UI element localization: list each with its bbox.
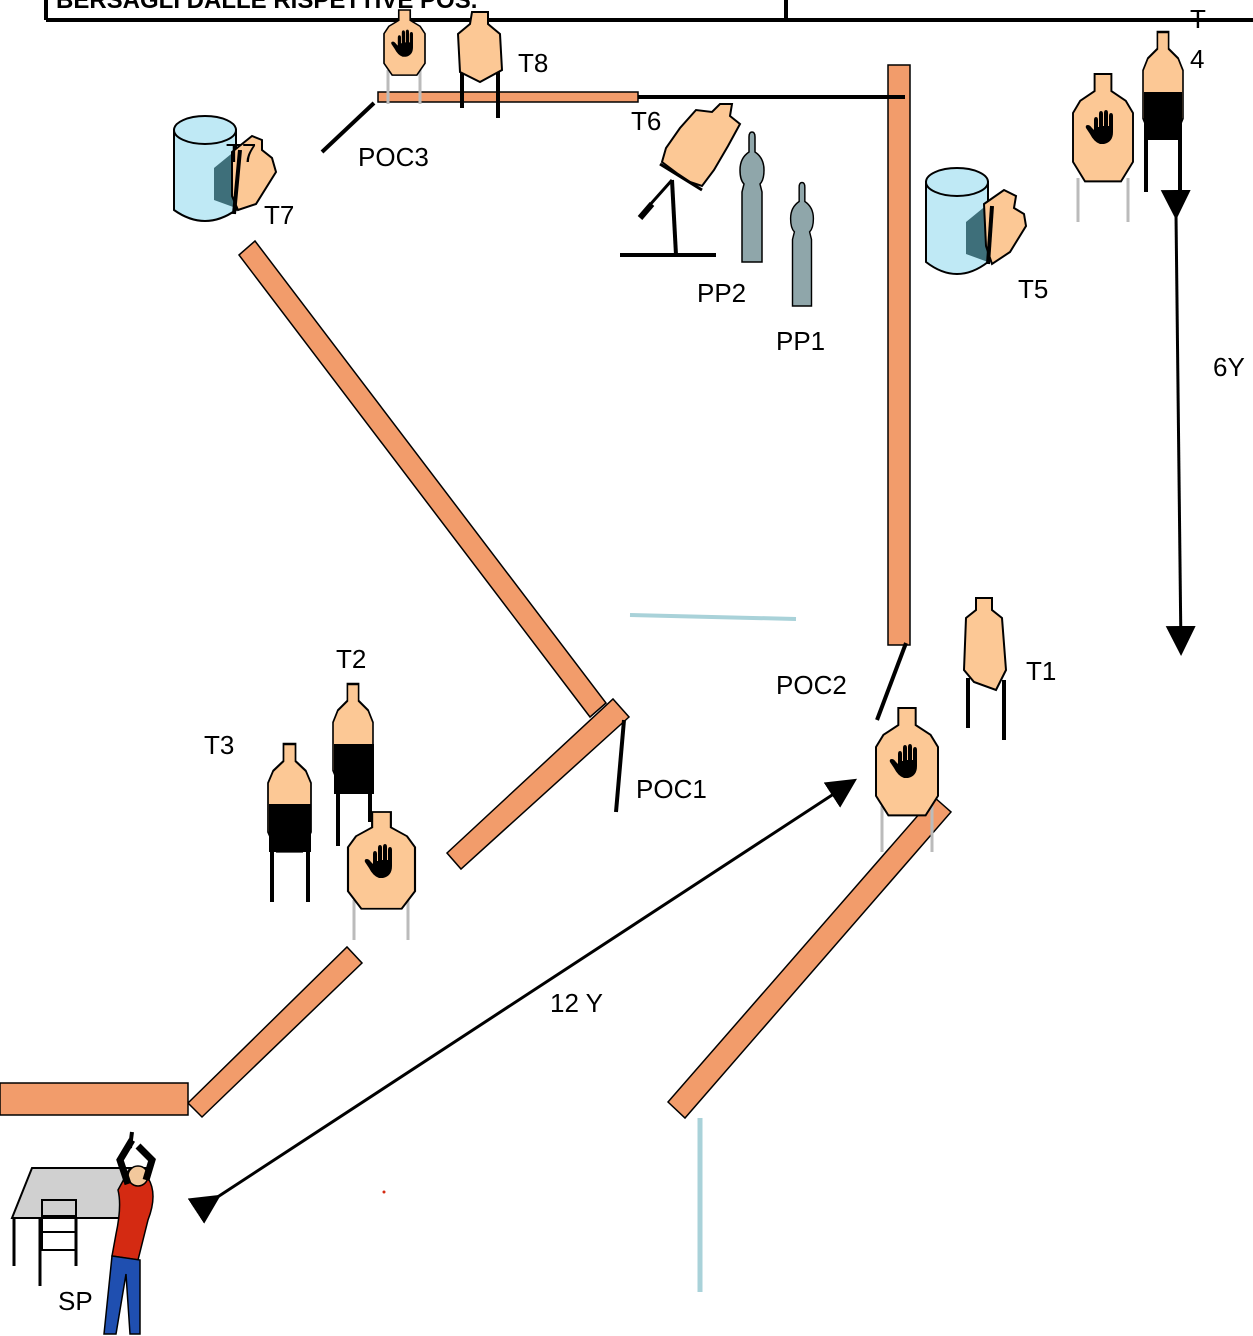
barrel-t7: [173, 115, 278, 222]
label-t4-line2: 4: [1190, 44, 1204, 74]
label-poc2: POC2: [776, 670, 847, 700]
table-icon: [10, 1167, 150, 1286]
label-t1: T1: [1026, 656, 1056, 686]
label-sp: SP: [58, 1286, 93, 1316]
label-poc1: POC1: [636, 774, 707, 804]
label-t7: T7: [264, 200, 294, 230]
target-t2t3-noshoot: [346, 810, 417, 940]
wall-bottom-right-diagonal: [666, 795, 953, 1120]
wall-top: [377, 91, 639, 103]
label-t4-line1: T: [1190, 4, 1206, 34]
poc3-port: [320, 101, 376, 154]
distance-arrow-12y: [187, 778, 858, 1224]
fault-line-middle: [629, 613, 797, 621]
target-t8: [456, 11, 504, 118]
header-left-text: BERSAGLI DALLE RISPETTIVE POS.: [56, 0, 477, 14]
target-t3: [266, 742, 313, 902]
label-6y: 6Y: [1213, 352, 1245, 382]
wall-diagonal-left: [237, 239, 608, 719]
label-t3: T3: [204, 730, 234, 760]
label-t6: T6: [631, 106, 661, 136]
label-t5: T5: [1018, 274, 1048, 304]
poc2-port: [875, 642, 908, 721]
popper-pp2: [739, 131, 765, 263]
target-t4-noshoot: [1072, 73, 1134, 222]
barrel-t5: [925, 167, 1028, 275]
wall-right-vertical: [887, 64, 911, 646]
target-t1: [962, 597, 1008, 740]
wall-bottom-left-diagonal: [186, 945, 364, 1119]
wall-poc1-stub: [445, 697, 631, 871]
poc1-port: [614, 719, 626, 813]
label-t2: T2: [336, 644, 366, 674]
wall-bottom-left-horizontal: [0, 1082, 189, 1116]
target-t6-swinger: [620, 103, 742, 257]
header-bar: BERSAGLI DALLE RISPETTIVE POS.: [44, 0, 1253, 22]
popper-pp1: [789, 181, 815, 307]
distance-arrow-6y: [1160, 189, 1196, 656]
label-pp2: PP2: [697, 278, 746, 308]
target-t4: [1141, 30, 1185, 192]
label-12y: 12 Y: [550, 988, 603, 1018]
red-dot: [382, 1190, 386, 1194]
label-pp1: PP1: [776, 326, 825, 356]
shooter-icon: [103, 1131, 156, 1335]
label-poc3: POC3: [358, 142, 429, 172]
label-t8: T8: [518, 48, 548, 78]
target-t2: [331, 682, 375, 846]
target-poc2-noshoot: [875, 707, 939, 852]
target-t8-noshoot: [383, 9, 426, 104]
label-t7-overlap: T7: [226, 138, 256, 168]
